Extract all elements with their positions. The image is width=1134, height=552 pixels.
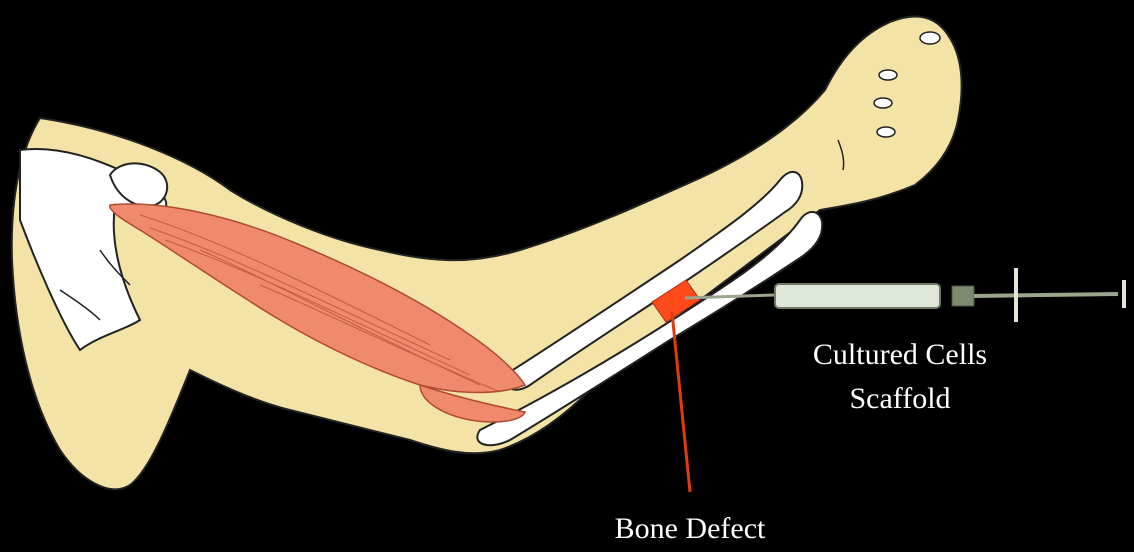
cultured-cells-label: Cultured Cells [790,338,1010,372]
bone-defect-pointer [672,312,690,492]
scaffold-label: Scaffold [790,382,1010,416]
bone-defect-label: Bone Defect [590,512,790,546]
